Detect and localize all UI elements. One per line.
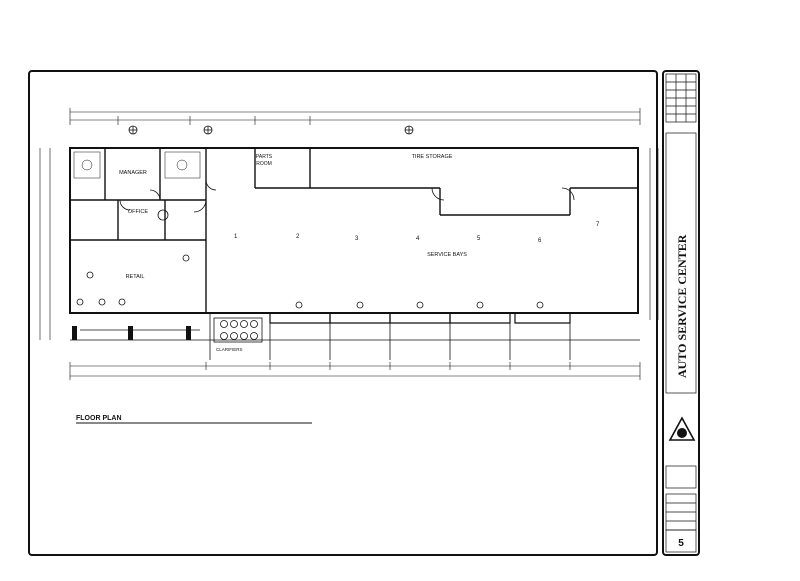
plan-title: FLOOR PLAN xyxy=(76,415,122,422)
clarifiers-grid xyxy=(213,317,263,343)
top-dimension-lines xyxy=(69,108,641,125)
firm-logo-icon xyxy=(668,416,696,441)
room-label-office: OFFICE xyxy=(128,209,148,215)
room-label-parts-line1: PARTS xyxy=(256,154,273,160)
revision-grid xyxy=(665,73,697,394)
room-label-service-bays: SERVICE BAYS xyxy=(427,252,467,258)
title-block-border xyxy=(662,70,700,556)
title-block-boxes xyxy=(665,465,697,553)
exterior-pad xyxy=(70,313,640,360)
bay-number-5: 5 xyxy=(477,236,481,242)
restroom-fixtures xyxy=(73,151,201,179)
side-dimension-lines xyxy=(39,148,659,340)
exterior-walls xyxy=(69,147,639,314)
storefront-posts xyxy=(72,326,191,340)
bay-door-openings xyxy=(269,313,571,324)
project-name: AUTO SERVICE CENTER xyxy=(675,234,689,378)
room-label-retail: RETAIL xyxy=(126,274,145,280)
room-label-tire-storage: TIRE STORAGE xyxy=(412,154,453,160)
bay-number-7: 7 xyxy=(596,222,600,228)
door-swings xyxy=(119,179,575,213)
sheet-number: 5 xyxy=(678,538,684,549)
bottom-dimension-lines xyxy=(69,362,641,380)
bay-number-1: 1 xyxy=(234,234,238,240)
interior-walls xyxy=(70,148,638,313)
room-label-manager: MANAGER xyxy=(119,170,147,176)
clarifiers-label: CLARIFIERS xyxy=(216,347,243,352)
drawing-sheet-border xyxy=(28,70,658,556)
bay-number-3: 3 xyxy=(355,236,359,242)
bay-number-4: 4 xyxy=(416,236,420,242)
light-fixtures xyxy=(76,125,544,309)
room-label-parts-line2: ROOM xyxy=(256,161,272,167)
bay-number-2: 2 xyxy=(296,234,300,240)
bay-number-6: 6 xyxy=(538,238,542,244)
